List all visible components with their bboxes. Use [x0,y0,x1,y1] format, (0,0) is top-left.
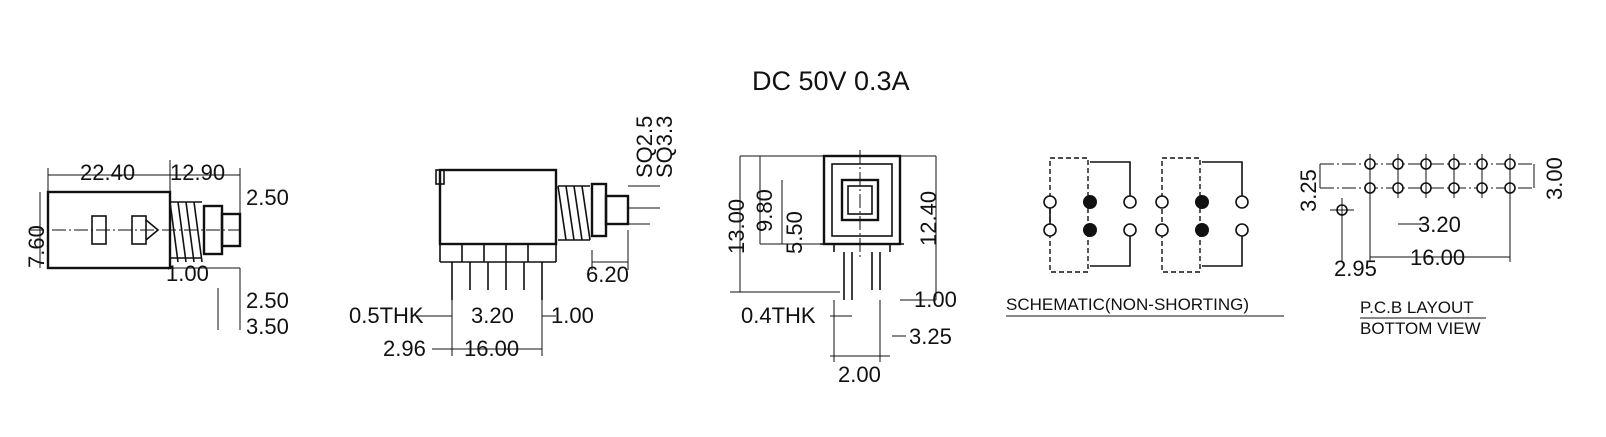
side-view: SQ2.5 SQ3.3 6.20 0.5THK 3.20 1.00 2.96 1… [349,116,677,361]
front-view: 22.40 12.90 7.60 2.50 1.00 2.50 3.50 [24,160,289,339]
dim-2-50-top: 2.50 [246,185,289,210]
end-view: 13.00 9.80 5.50 12.40 1.00 0.4THK 3.25 2… [724,150,957,387]
dim-0-5thk: 0.5THK [349,303,424,328]
dim-12-90: 12.90 [170,160,225,185]
dim-16-00-side: 16.00 [464,336,519,361]
dim-22-40: 22.40 [80,160,135,185]
pcb-pad-grid [1364,154,1516,198]
dim-13-00: 13.00 [724,199,749,254]
dim-1-00-side: 1.00 [551,303,594,328]
pcb-caption-line2: BOTTOM VIEW [1360,319,1481,338]
side-view-body [438,168,558,246]
dim-3-20-pcb: 3.20 [1418,212,1461,237]
dim-3-00: 3.00 [1542,157,1567,200]
dim-3-20: 3.20 [471,303,514,328]
dim-2-96: 2.96 [383,336,426,361]
dim-0-4thk: 0.4THK [741,303,816,328]
dim-6-20: 6.20 [586,262,629,287]
dim-7-60: 7.60 [24,225,49,268]
end-view-body [822,154,902,246]
dim-2-50-bottom: 2.50 [246,288,289,313]
dim-2-00: 2.00 [838,362,881,387]
dim-2-95: 2.95 [1334,256,1377,281]
dim-1-00: 1.00 [166,261,209,286]
pcb-caption-line1: P.C.B LAYOUT [1360,298,1474,317]
schematic: SCHEMATIC(NON-SHORTING) [1006,157,1284,317]
dim-12-40: 12.40 [916,191,941,246]
dim-sq3-3: SQ3.3 [652,116,677,178]
pcb-layout: 3.25 3.00 3.20 2.95 16.00 P.C.B LAYOUT B… [1296,154,1567,338]
dim-9-80: 9.80 [752,189,777,232]
dim-3-25-pcb: 3.25 [1296,169,1321,212]
rating-title: DC 50V 0.3A [752,66,910,96]
dim-3-25-end: 3.25 [909,324,952,349]
dim-5-50: 5.50 [782,211,807,254]
schematic-caption: SCHEMATIC(NON-SHORTING) [1006,295,1249,314]
dim-16-00-pcb: 16.00 [1410,245,1465,270]
dim-3-50: 3.50 [246,314,289,339]
dim-1-00-end: 1.00 [914,287,957,312]
dim-sq2-5: SQ2.5 [632,116,657,178]
